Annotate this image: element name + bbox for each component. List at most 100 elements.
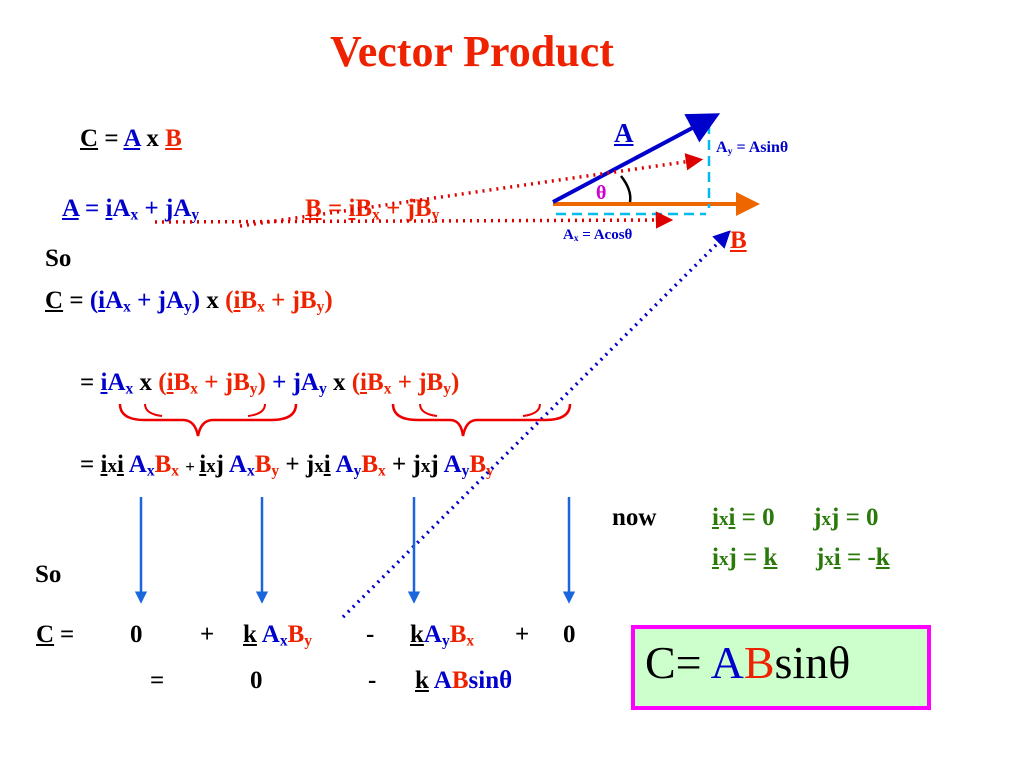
eq-c-expanded: C = (iAx + jAy) x (iBx + jBy): [45, 287, 333, 316]
sym-a: A: [105, 287, 124, 314]
unit-j: j: [305, 451, 315, 478]
sub-x: x: [573, 234, 579, 245]
sub-x: x: [279, 632, 288, 650]
plus-sign: +: [197, 369, 225, 396]
sub-x: x: [246, 462, 255, 480]
plus-sign: +: [515, 621, 530, 648]
plus-sign: +: [138, 195, 165, 222]
sym-a: A: [716, 139, 728, 156]
sub-y: y: [441, 632, 450, 650]
result-a: A: [710, 637, 744, 688]
diagram-label-ax: Ax = Acosθ: [563, 227, 633, 245]
eq-a-components: A = iAx + jAy: [62, 195, 200, 224]
cross-sign: x: [718, 509, 729, 530]
unit-j: j: [224, 369, 234, 396]
eq-distributed: = iAx x (iBx + jBy) + jAy x (iBx + jBy): [80, 369, 460, 398]
unit-j: j: [418, 369, 427, 396]
sym-a: A: [107, 369, 126, 396]
unit-j: j: [813, 504, 822, 531]
sym-a: A: [433, 667, 452, 694]
plus-sign: +: [200, 621, 215, 648]
cross-sign: x: [314, 456, 324, 477]
sub-y: y: [249, 380, 258, 398]
identity-row-2: ixj = k jxi = -k: [712, 545, 890, 570]
vec-c: C: [80, 125, 99, 152]
paren: ): [191, 287, 201, 314]
sym-b: B: [469, 451, 487, 478]
sym-b: B: [154, 451, 172, 478]
paren: ): [257, 369, 266, 396]
minus-sign: -: [368, 667, 377, 694]
sub-x: x: [378, 462, 386, 480]
sub-x: x: [146, 462, 155, 480]
term-zero-2: 0: [563, 621, 576, 648]
plus-sign: +: [392, 451, 413, 478]
cross-sign: x: [107, 456, 117, 477]
sub-y: y: [461, 462, 470, 480]
unit-j: j: [164, 195, 174, 222]
unit-j: j: [406, 195, 415, 222]
term-k-axby: k AxBy: [243, 621, 312, 650]
sym-a: A: [335, 451, 354, 478]
sym-b: B: [240, 287, 258, 314]
unit-i: i: [105, 195, 113, 222]
eq-sign: =: [98, 125, 124, 152]
red-dotted-arrow-2: [154, 211, 674, 229]
sin-theta: sinθ: [468, 667, 513, 694]
now-label: now: [612, 504, 657, 531]
sub-x: x: [257, 298, 265, 316]
plus-sign: +: [285, 451, 306, 478]
unit-j: j: [430, 451, 439, 478]
paren: ): [450, 369, 460, 396]
result-formula: C= ABsinθ: [645, 640, 850, 686]
page-title: Vector Product: [330, 27, 614, 76]
sub-x: x: [190, 380, 198, 398]
identity-value: = 0: [839, 504, 879, 531]
sub-y: y: [191, 206, 200, 224]
unit-i: i: [728, 504, 736, 531]
brace-1: [118, 403, 298, 437]
sym-b: B: [287, 621, 305, 648]
cross-sign: x: [420, 456, 431, 477]
sym-a: A: [165, 287, 185, 314]
unit-i: i: [712, 544, 719, 571]
sym-a: A: [128, 451, 147, 478]
sym-b: B: [355, 195, 373, 222]
unit-i: i: [116, 451, 124, 478]
result-sin-theta: sinθ: [774, 637, 851, 688]
sub-y: y: [431, 206, 440, 224]
brace-4: [419, 403, 541, 417]
angle-arc: [620, 175, 632, 203]
sub-x: x: [130, 206, 139, 224]
sym-a: A: [563, 227, 574, 243]
paren: ): [324, 287, 333, 314]
sym-b: B: [254, 451, 272, 478]
unit-j: j: [830, 504, 840, 531]
plus-sign: +: [185, 457, 200, 476]
vec-c: C: [45, 287, 64, 314]
eq-sign: =: [80, 451, 101, 478]
brace-3: [391, 403, 572, 437]
vector-a-line: [552, 113, 721, 204]
ax-formula: = Acosθ: [578, 227, 633, 243]
unit-j: j: [728, 544, 737, 571]
sub-x: x: [125, 380, 134, 398]
identity-value: = 0: [735, 504, 775, 531]
sym-b: B: [414, 195, 432, 222]
plus-sign: +: [391, 369, 419, 396]
cross-sign: x: [140, 125, 166, 152]
sub-y: y: [271, 462, 280, 480]
unit-k: k: [875, 544, 890, 571]
vec-a: A: [123, 125, 141, 152]
term-k-aybx: kAyBx: [410, 621, 474, 650]
term-k-absin: k ABsinθ: [415, 668, 512, 693]
plus-sign: +: [265, 369, 293, 396]
unit-j: j: [157, 287, 166, 314]
cross-sign: x: [206, 456, 216, 477]
sym-b: B: [449, 621, 467, 648]
sub-y: y: [727, 146, 733, 158]
blue-dotted-arrow: [341, 230, 731, 619]
vec-b: B: [165, 125, 182, 152]
term-zero-1: 0: [130, 621, 143, 648]
